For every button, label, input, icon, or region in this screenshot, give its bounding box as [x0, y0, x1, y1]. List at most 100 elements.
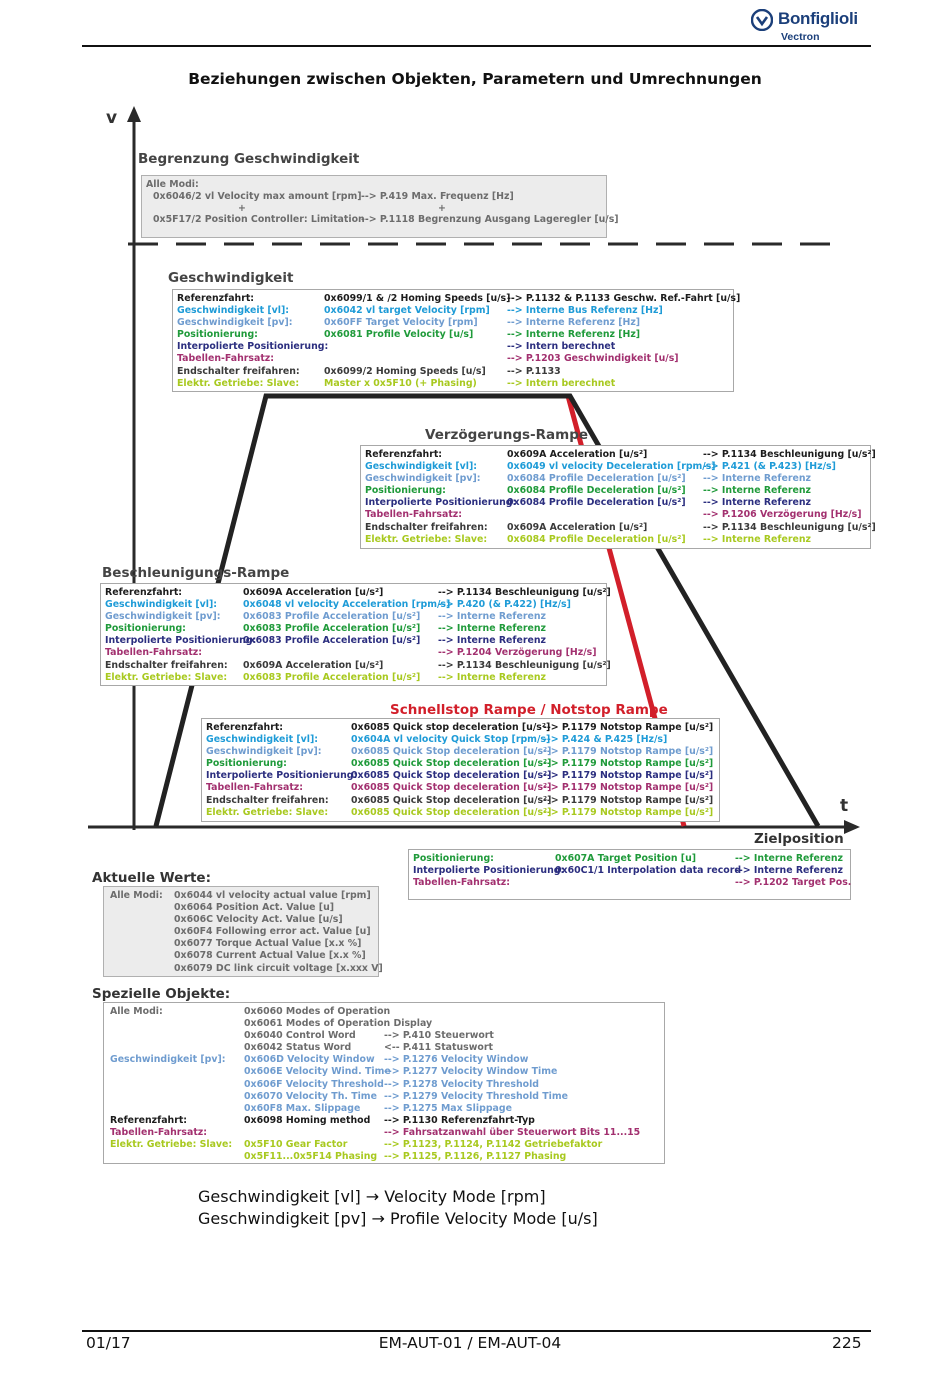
footer-date: 01/17 [86, 1334, 131, 1352]
actual-value-item: 0x60F4 Following error act. Value [u] [174, 926, 371, 938]
special-row-object: 0x6061 Modes of Operation Display [244, 1018, 433, 1030]
decel-row-parameter: --> Interne Referenz [703, 473, 811, 485]
note-velocity-mode: Geschwindigkeit [vl] → Velocity Mode [rp… [198, 1187, 546, 1206]
quickstop-row-parameter: --> P.1179 Notstop Rampe [u/s²] [543, 722, 714, 733]
special-row: Elektr. Getriebe: Slave:0x5F10 Gear Fact… [108, 1139, 660, 1151]
decel-row-label: Endschalter freifahren: [365, 521, 488, 533]
speed-row: Referenzfahrt:0x6099/1 & /2 Homing Speed… [177, 293, 740, 305]
accel-row-object: 0x609A Acceleration [u/s²] [243, 587, 384, 598]
decel-row-object: 0x609A Acceleration [u/s²] [507, 521, 648, 533]
quickstop-row-parameter: --> P.1179 Notstop Rampe [u/s²] [543, 782, 714, 794]
speed-row-object: 0x6042 vl target Velocity [rpm] [324, 305, 490, 317]
special-row-label: Tabellen-Fahrsatz: [110, 1126, 208, 1138]
special-row: 0x5F11...0x5F14 Phasing--> P.1125, P.112… [108, 1151, 660, 1163]
special-row: 0x6070 Velocity Th. Time--> P.1279 Veloc… [108, 1091, 660, 1103]
speed-row-parameter: --> Interne Referenz [Hz] [507, 317, 641, 329]
target-row: Interpolierte Positionierung:0x60C1/1 In… [413, 865, 846, 877]
decel-row-parameter: --> Interne Referenz [703, 485, 811, 497]
quickstop-row-label: Referenzfahrt: [206, 722, 284, 733]
decel-row-parameter: --> Interne Referenz [703, 497, 811, 509]
special-row-parameter: --> P.1276 Velocity Window [384, 1054, 529, 1066]
v-axis-label: v [106, 108, 118, 128]
target-row-label: Interpolierte Positionierung: [413, 865, 565, 877]
speed-row-parameter: --> Intern berechnet [507, 377, 616, 389]
special-row-object: 0x606D Velocity Window [244, 1054, 375, 1066]
special-row-object: 0x6042 Status Word [244, 1042, 352, 1054]
accel-row-label: Geschwindigkeit [pv]: [105, 611, 221, 623]
speed-row-label: Tabellen-Fahrsatz: [177, 353, 275, 365]
actual-row: 0x6079 DC link circuit voltage [x.xxx V] [108, 963, 383, 975]
accel-row-parameter: --> Interne Referenz [438, 635, 546, 647]
quickstop-row: Geschwindigkeit [pv]:0x6085 Quick Stop d… [206, 746, 715, 758]
accel-row-parameter: --> Interne Referenz [438, 671, 546, 683]
accel-row-label: Elektr. Getriebe: Slave: [105, 671, 228, 683]
speed-row-parameter: --> P.1203 Geschwindigkeit [u/s] [507, 353, 679, 365]
accel-row-object: 0x6048 vl velocity Acceleration [rpm/s] [243, 599, 451, 611]
special-row-parameter: --> P.410 Steuerwort [384, 1030, 494, 1042]
quickstop-row-object: 0x604A vl velocity Quick Stop [rpm/s] [351, 734, 551, 746]
target-box: Positionierung:0x607A Target Position [u… [408, 849, 851, 900]
footer-page-number: 225 [832, 1334, 862, 1352]
accel-row-object: 0x609A Acceleration [u/s²] [243, 659, 384, 671]
speed-title: Geschwindigkeit [168, 270, 294, 286]
decel-row-object: 0x6084 Profile Deceleration [u/s²] [507, 473, 686, 485]
t-axis-label: t [840, 796, 849, 816]
accel-row-parameter: --> P.420 (& P.422) [Hz/s] [438, 599, 571, 611]
decel-row: Endschalter freifahren: 0x609A Accelerati… [365, 521, 876, 534]
actual-row: 0x6064 Position Act. Value [u] [108, 902, 374, 914]
note-profile-velocity-mode: Geschwindigkeit [pv] → Profile Velocity … [198, 1209, 598, 1228]
accel-row: Geschwindigkeit [vl]:0x6048 vl velocity … [105, 599, 602, 611]
quickstop-row-parameter: --> P.1179 Notstop Rampe [u/s²] [543, 794, 714, 806]
quickstop-row-object: 0x6085 Quick Stop deceleration [u/s²] [351, 758, 552, 770]
decel-row-parameter: --> P.1134 Beschleunigung [u/s²] [703, 449, 876, 460]
quickstop-box: Referenzfahrt: 0x6085 Quick stop decelera… [201, 718, 720, 822]
quickstop-row: Tabellen-Fahrsatz:0x6085 Quick Stop dece… [206, 782, 715, 794]
target-row-label: Tabellen-Fahrsatz: [413, 877, 511, 889]
special-row: 0x60F8 Max. Slippage--> P.1275 Max Slipp… [108, 1103, 660, 1115]
speed-row-parameter: --> Interne Referenz [Hz] [507, 329, 641, 341]
speed-row: Geschwindigkeit [vl]:0x6042 vl target Ve… [177, 305, 729, 317]
decel-row-parameter: --> P.1206 Verzögerung [Hz/s] [703, 509, 862, 521]
special-row: Geschwindigkeit [pv]:0x606D Velocity Win… [108, 1054, 660, 1066]
actual-box: Alle Modi:0x6044 vl velocity actual valu… [103, 886, 383, 977]
quickstop-row: Elektr. Getriebe: Slave:0x6085 Quick Sto… [206, 807, 715, 819]
speed-row: Tabellen-Fahrsatz: --> P.1203 Geschwindig… [177, 353, 729, 365]
footer-document: EM-AUT-01 / EM-AUT-04 [378, 1334, 562, 1352]
speed-row-object: 0x6099/2 Homing Speeds [u/s] [324, 365, 486, 377]
special-row-object: 0x6060 Modes of Operation [244, 1006, 391, 1017]
decel-row-parameter: --> P.421 (& P.423) [Hz/s] [703, 461, 836, 473]
accel-row-parameter: --> Interne Referenz [438, 611, 546, 623]
accel-row: Referenzfahrt:0x609A Acceleration [u/s²]… [105, 587, 611, 599]
limit-plus-left: + [238, 203, 246, 215]
target-row-parameter: --> P.1202 Target Pos. [735, 877, 852, 889]
quickstop-row-parameter: --> P.1179 Notstop Rampe [u/s²] [543, 758, 714, 770]
special-row-object: 0x6040 Control Word [244, 1030, 356, 1042]
quickstop-row-label: Interpolierte Positionierung: [206, 770, 358, 782]
special-row-parameter: --> P.1278 Velocity Threshold [384, 1078, 540, 1090]
decel-row-object: 0x609A Acceleration [u/s²] [507, 449, 648, 460]
speed-row-parameter: --> Interne Bus Referenz [Hz] [507, 305, 663, 317]
target-row-label: Positionierung: [413, 853, 494, 864]
accel-row-object: 0x6083 Profile Acceleration [u/s²] [243, 635, 421, 647]
decel-row: Tabellen-Fahrsatz:--> P.1206 Verzögerung… [365, 509, 866, 521]
accel-row-parameter: --> P.1134 Beschleunigung [u/s²] [438, 587, 611, 598]
v-axis-arrow [127, 106, 141, 122]
accel-row-object: 0x6083 Profile Acceleration [u/s²] [243, 611, 421, 623]
limit-line2-parameter: --> P.1118 Begrenzung Ausgang Lageregler… [361, 214, 619, 226]
speed-row-parameter: --> P.1132 & P.1133 Geschw. Ref.-Fahrt [… [507, 293, 741, 304]
speed-row-label: Positionierung: [177, 329, 258, 341]
bonfiglioli-logo-icon [751, 9, 773, 31]
accel-box: Referenzfahrt:0x609A Acceleration [u/s²]… [100, 583, 611, 686]
target-row-parameter: --> Interne Referenz [735, 865, 843, 877]
accel-row-label: Endschalter freifahren: [105, 659, 228, 671]
brand-name: Bonfiglioli [778, 9, 858, 28]
decel-row-parameter: --> Interne Referenz [703, 533, 811, 545]
decel-row: Geschwindigkeit [vl]:0x6049 vl velocity … [365, 461, 866, 473]
special-row-object: 0x606E Velocity Wind. Time [244, 1066, 391, 1078]
quickstop-row-object: 0x6085 Quick Stop deceleration [u/s²] [351, 794, 552, 806]
limit-line1-parameter: --> P.419 Max. Frequenz [Hz] [361, 191, 514, 203]
speed-row-label: Referenzfahrt: [177, 293, 255, 304]
quickstop-row-object: 0x6085 Quick stop deceleration [u/s²] [351, 722, 551, 733]
target-position-label: Zielposition [754, 831, 844, 847]
special-row-parameter: --> P.1130 Referenzfahrt-Typ [384, 1114, 535, 1126]
